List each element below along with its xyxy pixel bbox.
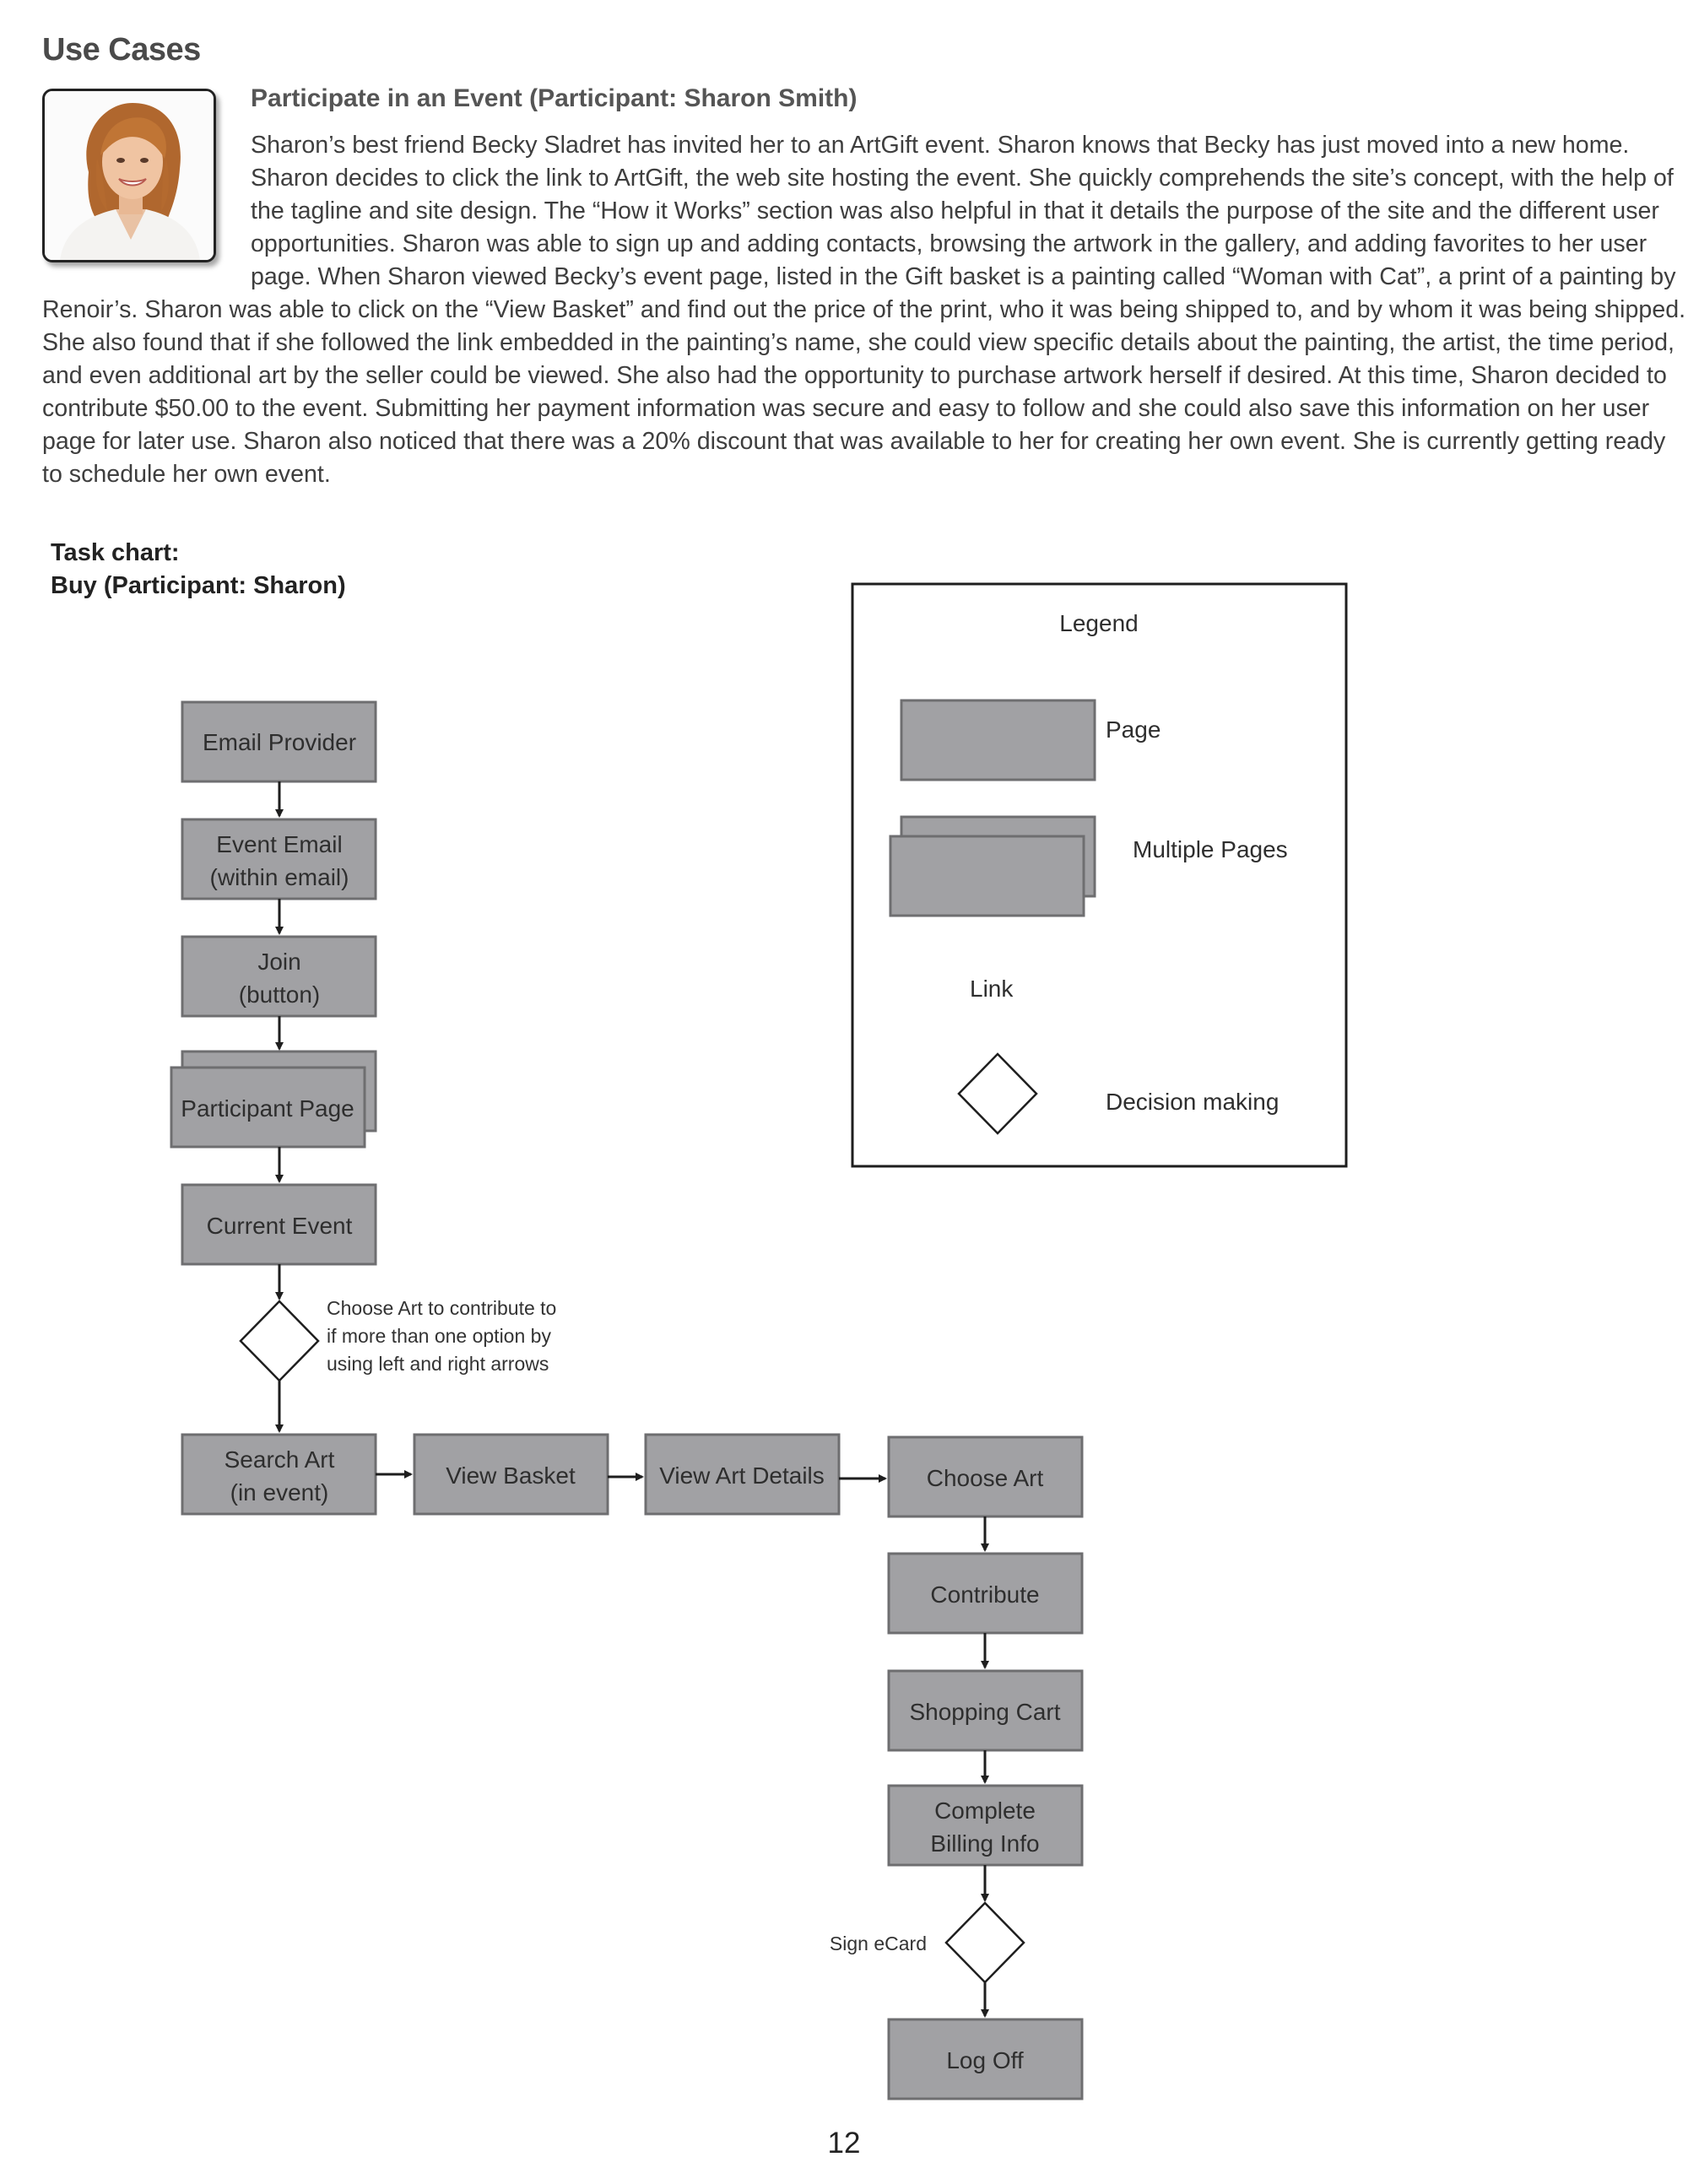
story-line: contribute $50.00 to the event. Submitti…: [42, 395, 1650, 422]
story-line: opportunities. Sharon was able to sign u…: [251, 230, 1647, 257]
label-join: Join: [257, 949, 300, 975]
page-number: 12: [827, 2127, 861, 2160]
legend-decision-label: Decision making: [1106, 1089, 1279, 1115]
story-line: Sharon decides to click the link to ArtG…: [251, 165, 1674, 192]
node-current-event: [181, 1183, 377, 1266]
node-contribute: [887, 1552, 1084, 1635]
story-line: She also found that if she followed the …: [42, 329, 1674, 356]
legend-title: Legend: [1059, 610, 1138, 636]
node-event-email: [181, 818, 377, 900]
label-event-email-sub: (within email): [210, 864, 349, 890]
story-line: to schedule her own event.: [42, 461, 331, 488]
node-participant-page: [170, 1066, 366, 1149]
legend-link-label: Link: [970, 976, 1014, 1002]
sign-ecard-note: Sign eCard: [830, 1933, 927, 1954]
label-view-art-details: View Art Details: [659, 1462, 825, 1489]
participant-photo: [42, 89, 216, 262]
label-choose-art: Choose Art: [927, 1465, 1044, 1491]
node-shopping-cart: [887, 1669, 1084, 1752]
story-line: and even additional art by the seller co…: [42, 362, 1667, 389]
story-line: page for later use. Sharon also noticed …: [42, 428, 1666, 455]
story-line: Renoir’s. Sharon was able to click on th…: [42, 296, 1686, 323]
choose-art-note-line: Choose Art to contribute to: [327, 1297, 556, 1319]
label-join-sub: (button): [239, 981, 321, 1008]
label-participant-page: Participant Page: [181, 1095, 354, 1122]
label-complete-billing: Complete: [934, 1797, 1036, 1824]
node-email-provider: [181, 700, 377, 783]
label-log-off: Log Off: [946, 2047, 1024, 2073]
legend-multiple-pages-label: Multiple Pages: [1133, 836, 1288, 862]
portrait-illustration: [45, 91, 214, 260]
node-view-basket: [413, 1433, 609, 1516]
label-email-provider: Email Provider: [203, 729, 356, 755]
node-complete-billing: [887, 1784, 1084, 1867]
node-log-off: [887, 2018, 1084, 2100]
label-search-art: Search Art: [225, 1446, 335, 1473]
decision-sign-ecard: [944, 1901, 1025, 1984]
label-view-basket: View Basket: [446, 1462, 576, 1489]
task-chart-heading: Task chart:: [51, 539, 180, 566]
label-current-event: Current Event: [207, 1213, 353, 1239]
node-choose-art: [887, 1435, 1084, 1518]
story-line: page. When Sharon viewed Becky’s event p…: [251, 263, 1676, 290]
use-case-title: Participate in an Event (Participant: Sh…: [251, 84, 858, 112]
legend-decision-symbol: [957, 1052, 1038, 1135]
legend-page-label: Page: [1106, 716, 1160, 743]
task-chart-label: Task chart: Buy (Participant: Sharon): [51, 537, 346, 603]
node-search-art: [181, 1433, 377, 1516]
legend-multiple-pages-symbol: [889, 835, 1085, 917]
choose-art-note-line: using left and right arrows: [327, 1353, 549, 1375]
label-complete-billing-sub: Billing Info: [930, 1830, 1039, 1857]
legend-page-symbol: [900, 699, 1096, 781]
decision-choose-art: [239, 1300, 320, 1382]
story-line: the tagline and site design. The “How it…: [251, 197, 1659, 224]
label-search-art-sub: (in event): [230, 1479, 329, 1506]
label-contribute: Contribute: [930, 1581, 1039, 1608]
choose-art-note-line: if more than one option by: [327, 1325, 551, 1347]
label-shopping-cart: Shopping Cart: [909, 1699, 1060, 1725]
node-view-art-details: [644, 1433, 841, 1516]
task-chart-subtitle: Buy (Participant: Sharon): [51, 572, 346, 599]
page-heading: Use Cases: [42, 32, 201, 68]
label-event-email: Event Email: [216, 831, 342, 857]
story-line: Sharon’s best friend Becky Sladret has i…: [251, 132, 1630, 159]
node-join-button: [181, 935, 377, 1018]
